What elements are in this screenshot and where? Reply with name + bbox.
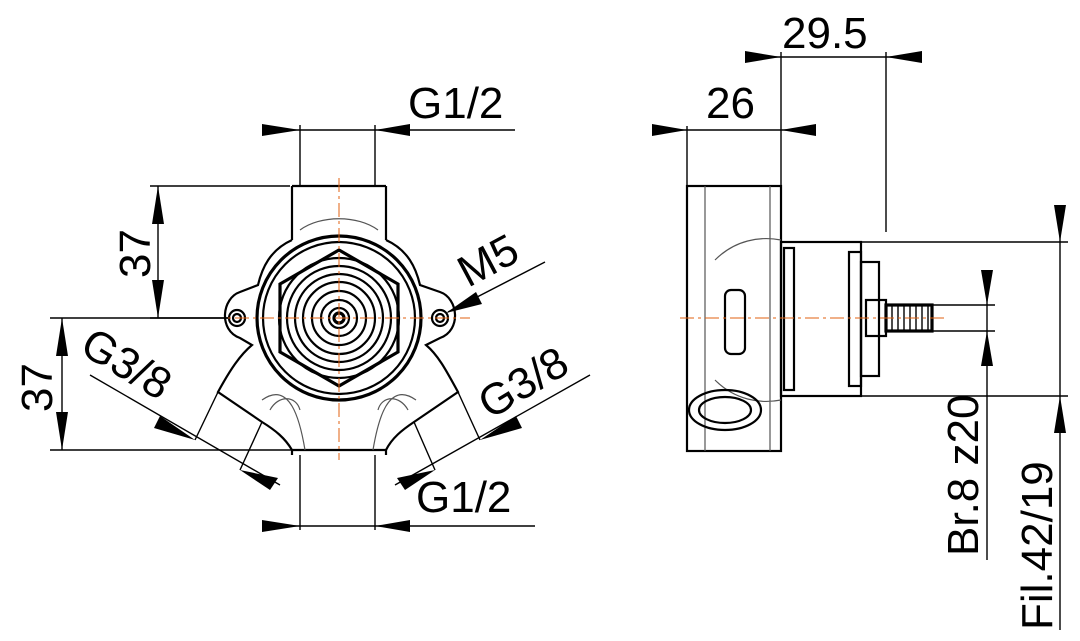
bottom-thread-label: G1/2 <box>416 473 511 522</box>
lower-height-label: 37 <box>13 363 62 412</box>
front-dimensions: G1/2 G1/2 37 37 G3/8 G3/8 <box>13 79 591 532</box>
front-view <box>210 178 470 460</box>
side-dimensions: 26 29.5 Br.8 z20 Fil.42/19 <box>652 9 1068 630</box>
side-view <box>680 184 945 453</box>
right-outlet-label: G3/8 <box>470 337 577 428</box>
depth-26-label: 26 <box>706 79 755 128</box>
thread-label: Fil.42/19 <box>1013 461 1062 630</box>
spline-label: Br.8 z20 <box>939 395 988 556</box>
top-thread-label: G1/2 <box>408 79 503 128</box>
upper-height-label: 37 <box>111 229 160 278</box>
valve-body-outline <box>216 238 460 452</box>
bottom-outlet <box>687 388 763 432</box>
mount-screw-label: M5 <box>450 225 527 297</box>
depth-295-label: 29.5 <box>782 9 868 58</box>
